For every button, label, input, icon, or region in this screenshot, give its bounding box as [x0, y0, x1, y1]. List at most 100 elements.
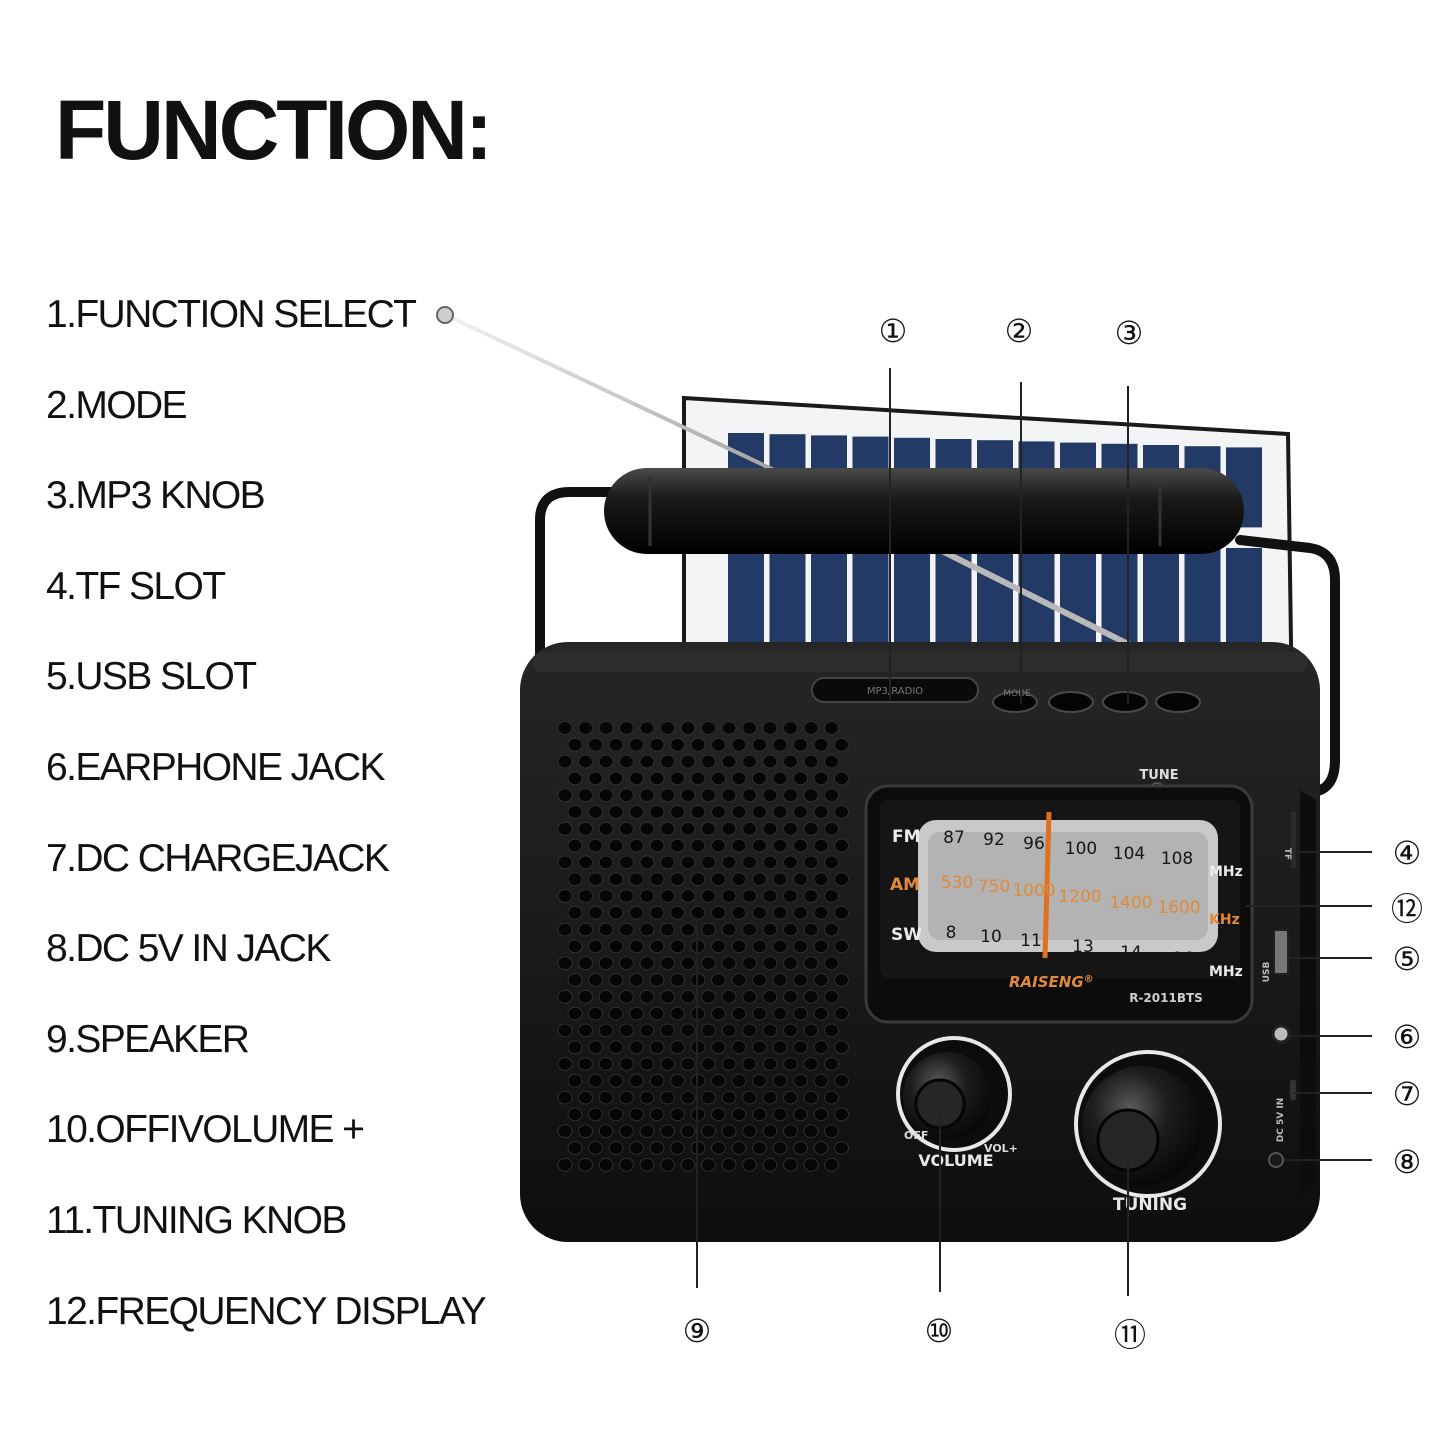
speaker-hole	[762, 956, 778, 971]
speaker-hole	[711, 805, 726, 819]
callout-lines	[696, 368, 1372, 1296]
speaker-hole	[742, 754, 757, 769]
speaker-hole	[731, 872, 747, 887]
speaker-hole	[742, 956, 757, 971]
speaker-hole	[619, 788, 634, 803]
dc-5v-in-jack[interactable]	[1268, 1152, 1284, 1168]
speaker-hole	[793, 838, 808, 853]
speaker-hole	[701, 922, 716, 937]
speaker-hole	[742, 989, 757, 1004]
speaker-hole	[721, 855, 737, 870]
speaker-hole	[557, 821, 573, 836]
usb-slot[interactable]	[1273, 929, 1289, 975]
speaker-hole	[742, 855, 757, 870]
speaker-hole	[803, 1124, 819, 1139]
speaker-hole	[752, 1040, 767, 1055]
speaker-hole	[783, 1057, 798, 1071]
function-item: 9.SPEAKER	[46, 1017, 250, 1061]
speaker-hole	[660, 721, 675, 735]
speaker-hole	[639, 754, 655, 769]
speaker-hole	[721, 1157, 737, 1172]
speaker-hole	[670, 1040, 685, 1055]
speaker-hole	[660, 1057, 675, 1071]
dc-charge-jack[interactable]	[1290, 1080, 1296, 1100]
speaker-hole	[649, 771, 665, 786]
speaker-hole	[701, 721, 716, 735]
speaker-hole	[793, 872, 808, 887]
top-button[interactable]	[1102, 691, 1148, 713]
speaker-hole	[731, 1073, 747, 1088]
speaker-hole	[721, 889, 737, 903]
speaker-hole	[557, 788, 573, 803]
speaker-hole	[557, 754, 573, 769]
speaker-hole	[619, 1124, 634, 1139]
speaker-hole	[660, 1090, 675, 1105]
speaker-hole	[834, 1073, 849, 1088]
speaker-hole	[629, 872, 644, 887]
carry-handle	[604, 468, 1244, 554]
speaker-hole	[639, 922, 655, 937]
speaker-hole	[772, 771, 788, 786]
speaker-hole	[813, 838, 829, 853]
callout-8: ⑧	[1393, 1143, 1422, 1181]
speaker-hole	[680, 721, 696, 735]
speaker-hole	[619, 1090, 634, 1105]
brand-logo: RAISENG®	[1009, 973, 1094, 991]
speaker-hole	[629, 737, 644, 752]
speaker-hole	[793, 1006, 808, 1021]
speaker-hole	[608, 737, 624, 752]
speaker-hole	[660, 1157, 675, 1172]
speaker-hole	[588, 1006, 603, 1021]
speaker-hole	[619, 989, 634, 1004]
speaker-hole	[721, 956, 737, 971]
sw-tick: 11	[1020, 931, 1042, 951]
speaker-hole	[783, 989, 798, 1004]
speaker-hole	[783, 1157, 798, 1172]
band-label-fm: FM	[892, 827, 921, 847]
callout-12: ⑫	[1391, 890, 1423, 928]
callout-2: ②	[1005, 312, 1034, 350]
speaker-hole	[752, 1107, 767, 1122]
speaker-hole	[567, 1006, 583, 1021]
speaker-hole	[824, 721, 839, 735]
speaker-hole	[701, 1157, 716, 1172]
speaker-hole	[813, 1141, 829, 1155]
speaker-hole	[701, 889, 716, 903]
speaker-hole	[557, 855, 573, 870]
top-button[interactable]	[992, 691, 1038, 713]
speaker-hole	[793, 805, 808, 819]
speaker-hole	[824, 889, 839, 903]
speaker-hole	[660, 1023, 675, 1038]
speaker-hole	[567, 1107, 583, 1122]
speaker-hole	[742, 1023, 757, 1038]
speaker-hole	[772, 838, 788, 853]
tuning-pointer	[1042, 811, 1052, 959]
speaker-hole	[619, 889, 634, 903]
tuning-knob[interactable]	[1074, 1050, 1222, 1198]
speaker-hole	[731, 1141, 747, 1155]
top-label-mode: MODE	[1003, 689, 1031, 699]
speaker-hole	[772, 1141, 788, 1155]
speaker-hole	[690, 838, 706, 853]
sw-tick: 16	[1172, 949, 1194, 969]
speaker-hole	[649, 1141, 665, 1155]
speaker-hole	[639, 1090, 655, 1105]
speaker-hole	[762, 721, 778, 735]
top-button[interactable]	[1155, 691, 1201, 713]
fm-tick: 96	[1023, 834, 1045, 854]
callout-markers: ① ② ③ ④ ⑫ ⑤ ⑥ ⑦ ⑧ ⑨ ⑩ ⑪	[683, 312, 1423, 1354]
speaker-hole	[742, 788, 757, 803]
speaker-hole	[598, 788, 614, 803]
speaker-hole	[711, 1141, 726, 1155]
volume-knob[interactable]	[896, 1036, 1012, 1152]
speaker-hole	[608, 872, 624, 887]
function-item: 3.MP3 KNOB	[46, 474, 266, 518]
speaker-hole	[670, 973, 685, 987]
speaker-hole	[834, 737, 849, 752]
speaker-hole	[557, 889, 573, 903]
speaker-hole	[578, 1157, 593, 1172]
top-button[interactable]	[1048, 691, 1094, 713]
earphone-jack[interactable]	[1271, 1024, 1291, 1044]
speaker-hole	[834, 771, 849, 786]
tf-slot[interactable]	[1291, 812, 1296, 868]
